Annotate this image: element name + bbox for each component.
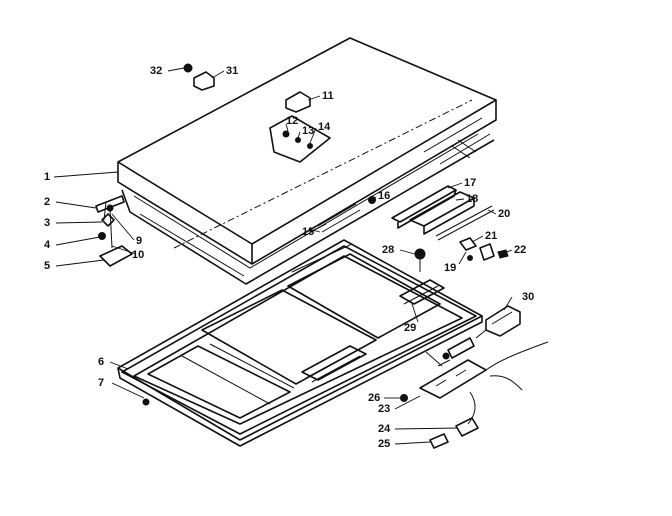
callout-29: 29 xyxy=(404,322,417,334)
callout-3: 3 xyxy=(44,217,51,229)
callout-7: 7 xyxy=(98,377,105,389)
callout-17: 17 xyxy=(464,177,477,189)
callout-19: 19 xyxy=(444,262,457,274)
leader-lines xyxy=(53,67,513,445)
callout-28: 28 xyxy=(382,244,395,256)
callout-32: 32 xyxy=(150,65,163,77)
callout-31: 31 xyxy=(226,65,239,77)
callout-25: 25 xyxy=(378,438,391,450)
callout-2: 2 xyxy=(44,196,51,208)
callout-30: 30 xyxy=(522,291,535,303)
lid-assembly xyxy=(117,37,497,285)
callout-15: 15 xyxy=(302,226,315,238)
callout-12: 12 xyxy=(286,115,299,127)
callout-5: 5 xyxy=(44,260,51,272)
handle-parts xyxy=(309,185,509,261)
callout-10: 10 xyxy=(132,249,145,261)
callout-6: 6 xyxy=(98,356,105,368)
callout-23: 23 xyxy=(378,403,391,415)
callout-16: 16 xyxy=(378,190,391,202)
callout-26: 26 xyxy=(368,392,381,404)
callout-9: 9 xyxy=(136,235,143,247)
callout-21: 21 xyxy=(485,230,498,242)
callout-18: 18 xyxy=(466,193,479,205)
callout-22: 22 xyxy=(514,244,527,256)
callout-20: 20 xyxy=(498,208,511,220)
electrical-parts xyxy=(400,305,549,449)
part-31-32 xyxy=(183,63,215,91)
cabinet-frame xyxy=(117,239,483,447)
callout-24: 24 xyxy=(378,423,391,435)
callout-4: 4 xyxy=(44,239,51,251)
callout-13: 13 xyxy=(302,125,315,137)
callout-11: 11 xyxy=(322,90,334,102)
left-hinge-parts xyxy=(95,195,133,267)
callout-1: 1 xyxy=(44,171,51,183)
callout-14: 14 xyxy=(318,121,331,133)
